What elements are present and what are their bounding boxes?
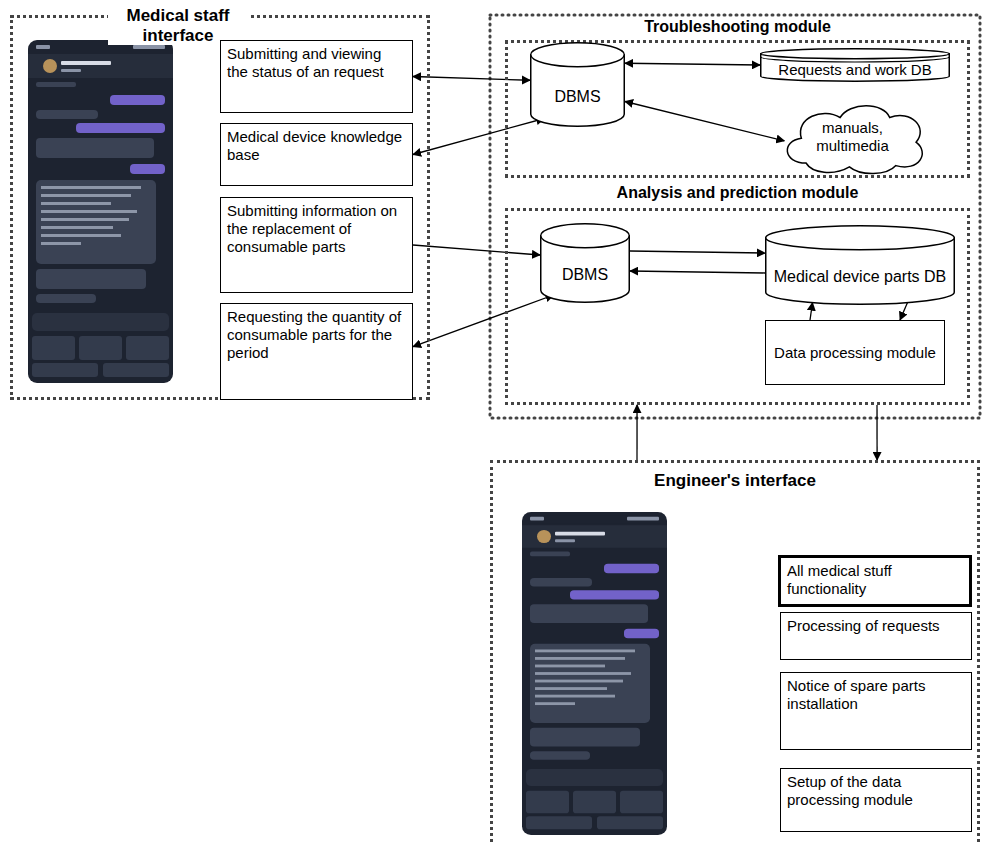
phone-screenshot <box>28 40 173 383</box>
box-label: Processing of requests <box>787 617 965 635</box>
database-label: DBMS <box>546 87 608 106</box>
database-label: Requests and work DB <box>770 61 939 79</box>
box-label: Data processing module <box>774 344 936 362</box>
function-box: All medical stuff functionality <box>778 555 972 607</box>
outer-module-frame <box>490 15 980 418</box>
connector-arrow <box>625 63 760 65</box>
cylinder-outline <box>540 223 630 303</box>
function-box: Setup of the data processing module <box>780 768 972 832</box>
cylinder-outline <box>765 225 955 305</box>
database-cylinder: Requests and work DB <box>760 48 950 82</box>
box-label: Medical device knowledge base <box>227 128 406 164</box>
box-label: Setup of the data processing module <box>787 773 965 809</box>
interface-region: Engineer's interfaceAll medical stuff fu… <box>490 460 980 845</box>
box-label: Submitting and viewing the status of an … <box>227 45 406 81</box>
connector-arrow <box>413 245 540 255</box>
function-box: Requesting the quantity of consumable pa… <box>220 303 413 400</box>
connector-arrow <box>630 251 765 253</box>
box-label: All medical stuff functionality <box>787 562 963 598</box>
region-title: Troubleshooting module <box>508 18 967 36</box>
interface-region: Medical staff interfaceSubmitting and vi… <box>10 15 430 400</box>
function-box: Processing of requests <box>780 612 972 660</box>
function-box: Notice of spare parts installation <box>780 672 972 750</box>
storage-cloud: manuals, multimedia <box>775 98 930 176</box>
connector-arrow <box>630 271 765 273</box>
database-label: DBMS <box>554 265 616 284</box>
connector-arrow <box>625 102 784 141</box>
box-label: Submitting information on the replacemen… <box>227 202 406 256</box>
database-cylinder: DBMS <box>540 223 630 303</box>
region-title: Analysis and prediction module <box>508 184 967 202</box>
module-region: Analysis and prediction moduleDBMSMedica… <box>505 208 970 405</box>
connector-arrow <box>900 303 908 320</box>
connector-arrow <box>636 405 637 460</box>
box-label: Requesting the quantity of consumable pa… <box>227 308 406 362</box>
cylinder-outline <box>530 42 625 127</box>
connector-arrow <box>876 405 877 460</box>
connector-arrow <box>810 303 813 320</box>
process-box: Data processing module <box>765 320 945 385</box>
function-box: Submitting information on the replacemen… <box>220 197 413 293</box>
connector-arrow <box>413 295 554 347</box>
connector-arrow <box>413 77 530 81</box>
function-box: Medical device knowledge base <box>220 123 413 186</box>
region-title: Engineer's interface <box>493 471 977 491</box>
connector-arrow <box>413 119 544 155</box>
cloud-label: manuals, multimedia <box>806 119 899 155</box>
function-box: Submitting and viewing the status of an … <box>220 40 413 113</box>
database-cylinder: DBMS <box>530 42 625 127</box>
module-region: Troubleshooting moduleDBMSRequests and w… <box>505 40 970 178</box>
box-label: Notice of spare parts installation <box>787 677 965 713</box>
database-cylinder: Medical device parts DB <box>765 225 955 305</box>
database-label: Medical device parts DB <box>766 267 955 286</box>
phone-screenshot <box>522 512 667 835</box>
